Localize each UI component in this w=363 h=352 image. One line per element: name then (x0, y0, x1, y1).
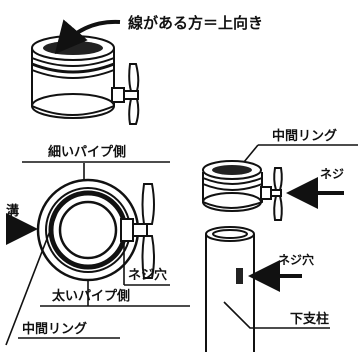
lower-post-illustration (205, 226, 255, 352)
line-up-arrow (54, 19, 121, 55)
thick-pipe-side-label: 太いパイプ側 (52, 289, 131, 304)
lower-post-label: 下支柱 (290, 312, 330, 327)
line-up-label: 線がある方＝上向き (128, 14, 264, 32)
screw-label: ネジ (320, 167, 345, 181)
top-ring-illustration (31, 35, 140, 125)
middle-ring-side-view (202, 160, 283, 221)
thin-pipe-side-label: 細いパイプ側 (48, 145, 127, 160)
groove-label: 溝 (6, 204, 20, 219)
middle-ring-right-label: 中間リング (272, 129, 338, 144)
screw-hole-left-label: ネジ穴 (128, 268, 168, 283)
screw-hole-right-label: ネジ穴 (278, 253, 315, 267)
middle-ring-bottom-label: 中間リング (22, 322, 88, 337)
ring-top-view (36, 178, 155, 282)
